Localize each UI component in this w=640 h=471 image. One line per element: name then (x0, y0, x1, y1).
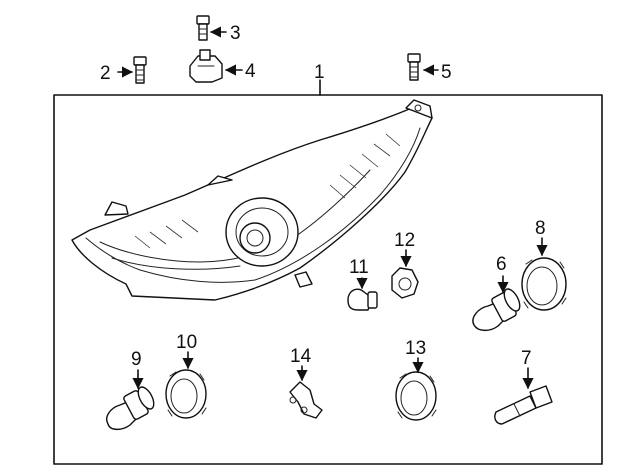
ring-10 (165, 351, 207, 419)
ring-8 (521, 237, 567, 311)
callout-2: 2 (100, 63, 111, 84)
callout-11: 11 (349, 257, 369, 278)
socket-12 (391, 249, 419, 299)
clip-4 (189, 49, 243, 83)
callout-5: 5 (441, 62, 452, 83)
ring-13 (395, 357, 437, 421)
callout-13: 13 (405, 338, 426, 359)
bulb-11 (347, 277, 378, 311)
callout-6: 6 (496, 254, 507, 275)
connector-14 (289, 365, 323, 419)
callout-9: 9 (131, 349, 142, 370)
callout-labels: 1 2 3 4 5 6 7 8 9 10 11 12 13 14 (100, 23, 546, 370)
assembly-frame (53, 79, 603, 465)
callout-10: 10 (176, 332, 197, 353)
bolt-2 (117, 56, 147, 84)
headlamp-housing (71, 99, 433, 301)
callout-7: 7 (521, 348, 532, 369)
socket-7 (494, 367, 553, 425)
bulb-9 (106, 369, 155, 431)
bulb-6 (472, 275, 521, 332)
callout-3: 3 (230, 23, 241, 44)
callout-4: 4 (245, 61, 256, 82)
bolt-3 (196, 15, 227, 41)
callout-8: 8 (535, 218, 546, 239)
callout-12: 12 (394, 230, 415, 251)
callout-14: 14 (290, 346, 312, 367)
bolt-5 (407, 53, 439, 81)
callout-1: 1 (314, 62, 325, 83)
